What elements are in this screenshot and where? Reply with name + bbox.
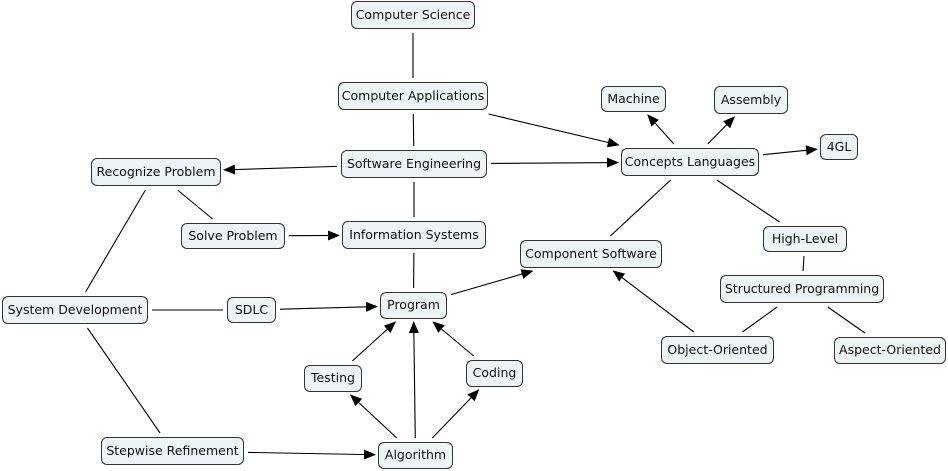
node-testing[interactable]: Testing [304,365,362,392]
link-ca-cl [488,113,620,148]
link-sr-al [247,449,376,460]
node-machine[interactable]: Machine [601,86,666,112]
node-aspect-oriented[interactable]: Aspect-Oriented [834,337,946,364]
link-al-co [431,389,480,439]
link-pr-cps [450,269,534,296]
link-cl-as [707,116,735,145]
node-component-software[interactable]: Component Software [520,240,662,268]
node-computer-applications[interactable]: Computer Applications [338,82,488,110]
node-recognize-problem[interactable]: Recognize Problem [91,158,221,186]
link-oo-cps [612,270,695,333]
link-stp-ao [827,306,866,334]
link-al-pr [408,321,419,439]
node-high-level[interactable]: High-Level [763,226,847,252]
node-program[interactable]: Program [380,292,447,319]
node-information-systems[interactable]: Information Systems [342,221,486,249]
link-se-cl [490,157,619,168]
link-hl-stp [802,255,805,272]
node-algorithm[interactable]: Algorithm [378,442,453,469]
link-cl-ma [647,114,675,145]
node-assembly[interactable]: Assembly [714,86,788,114]
node-system-development[interactable]: System Development [2,296,148,324]
link-cl-gl [762,145,818,156]
node-concepts-languages[interactable]: Concepts Languages [621,148,759,176]
node-object-oriented[interactable]: Object-Oriented [661,336,774,364]
link-co-pr [432,321,475,357]
node-software-engineering[interactable]: Software Engineering [341,150,487,178]
link-sd-sr [86,327,161,434]
node-4gl[interactable]: 4GL [820,134,858,160]
link-te-pr [351,321,397,362]
link-stp-oo [742,306,778,333]
link-se-rp [223,164,338,175]
link-sdlc-pr [279,301,378,312]
node-computer-science[interactable]: Computer Science [351,1,475,29]
link-rp-sd [85,189,146,293]
node-coding[interactable]: Coding [466,360,523,387]
link-cl-cps [609,179,672,237]
node-solve-problem[interactable]: Solve Problem [181,223,285,249]
node-structured-programming[interactable]: Structured Programming [720,275,884,303]
link-rp-sp [177,189,213,220]
link-al-te [349,394,398,439]
link-cl-hl [716,179,780,223]
node-sdlc[interactable]: SDLC [227,297,276,323]
node-stepwise-refinement[interactable]: Stepwise Refinement [101,437,244,465]
